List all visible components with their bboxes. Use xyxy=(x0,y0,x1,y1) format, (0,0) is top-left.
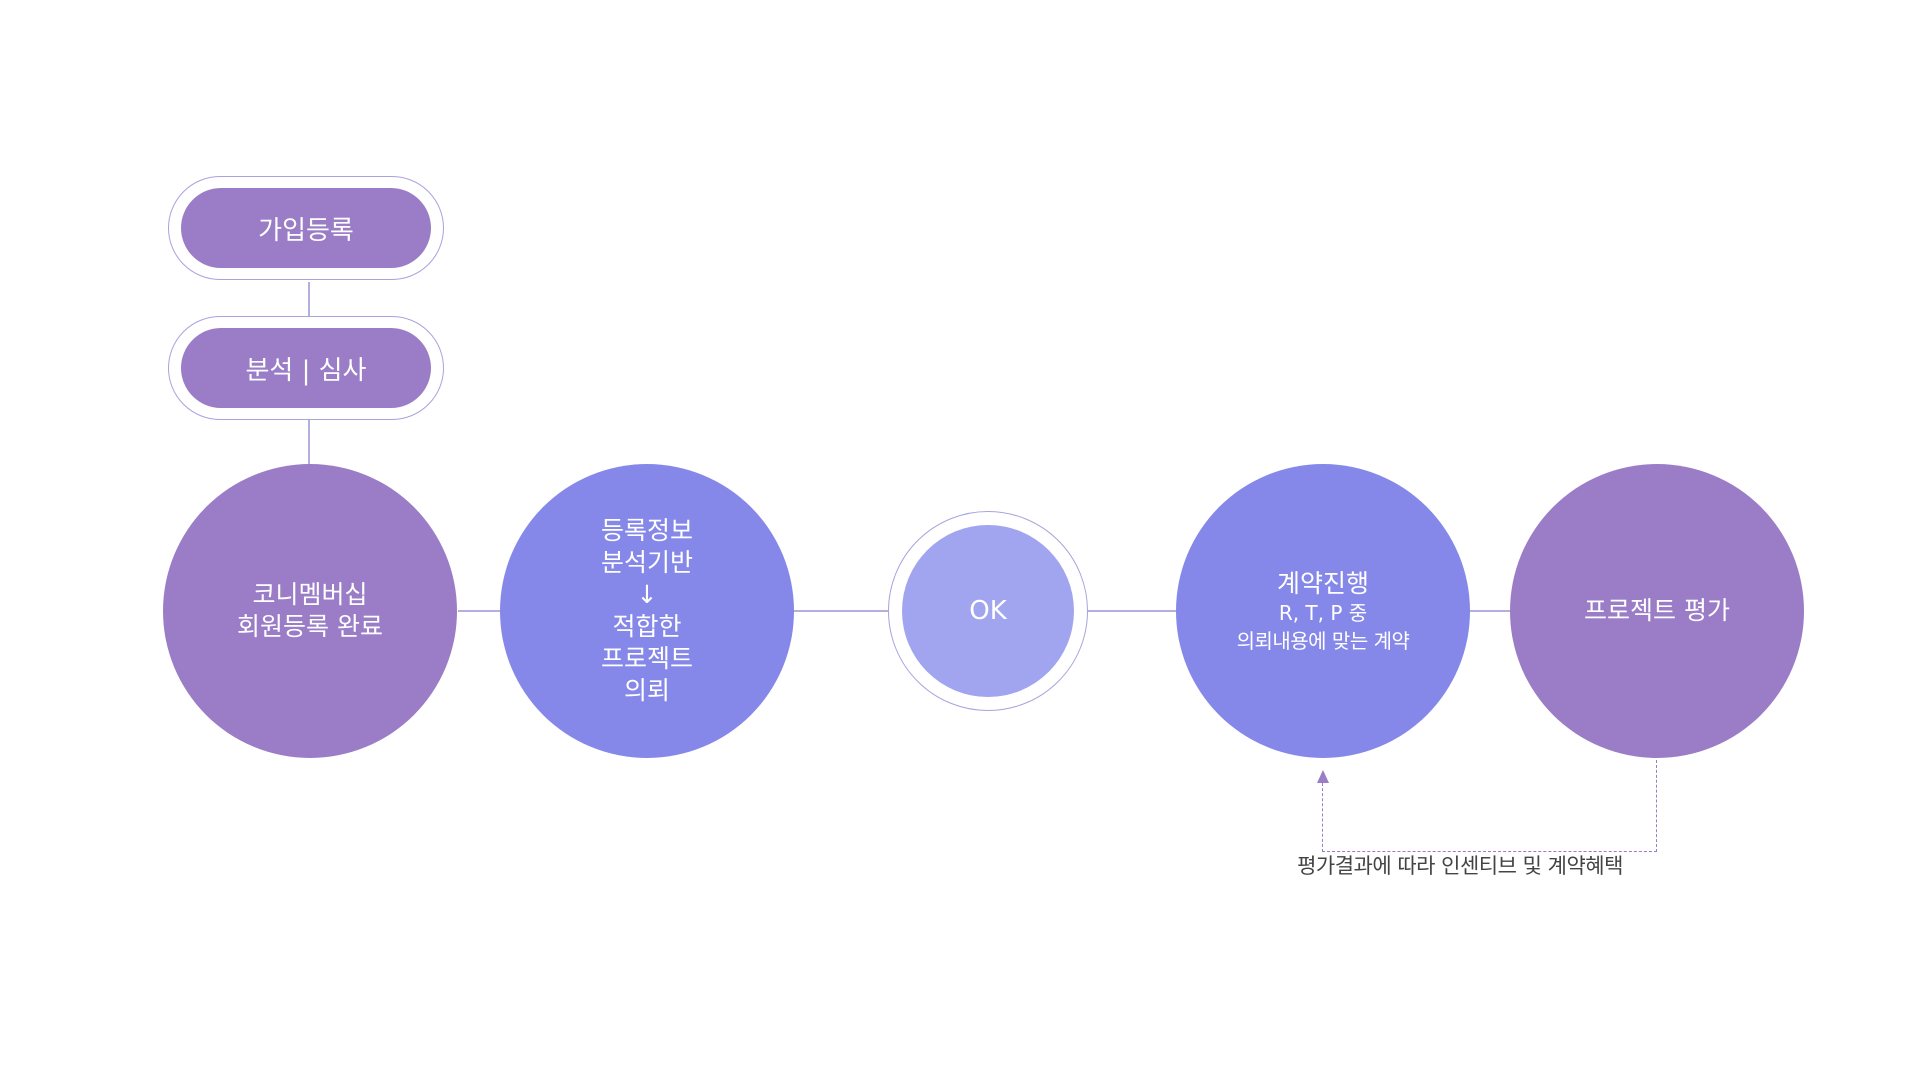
connector-contract-evaluation xyxy=(1470,610,1510,612)
contract-step: 계약진행 R, T, P 중 의뢰내용에 맞는 계약 xyxy=(1176,464,1470,758)
signup-step-label: 가입등록 xyxy=(258,215,354,246)
connector-ok-contract xyxy=(1088,610,1176,612)
membership-line-2: 회원등록 완료 xyxy=(237,612,383,641)
project-evaluation-step: 프로젝트 평가 xyxy=(1510,464,1804,758)
feedback-label: 평가결과에 따라 인센티브 및 계약혜택 xyxy=(1297,854,1623,878)
connector-review-membership xyxy=(308,420,310,464)
contract-sub-1: R, T, P 중 xyxy=(1278,600,1368,625)
ok-label: OK xyxy=(969,596,1007,626)
project-request-step: 등록정보 분석기반 ↓ 적합한 프로젝트 의뢰 xyxy=(500,464,794,758)
analysis-line-1: 등록정보 xyxy=(600,516,693,545)
analysis-line-3: 적합한 xyxy=(612,612,682,641)
membership-line-1: 코니멤버십 xyxy=(252,580,368,609)
contract-sub-2: 의뢰내용에 맞는 계약 xyxy=(1236,628,1410,653)
membership-complete-step: 코니멤버십 회원등록 완료 xyxy=(163,464,457,758)
review-step: 분석 | 심사 xyxy=(181,328,431,408)
connector-analysis-ok xyxy=(794,610,888,612)
analysis-line-2: 분석기반 xyxy=(600,548,693,577)
analysis-line-4: 프로젝트 xyxy=(600,644,693,673)
review-step-label: 분석 | 심사 xyxy=(245,355,367,386)
connector-membership-analysis xyxy=(458,610,500,612)
ok-step: OK xyxy=(902,525,1074,697)
feedback-line-horizontal xyxy=(1322,851,1657,852)
connector-signup-review xyxy=(308,282,310,316)
contract-title: 계약진행 xyxy=(1276,568,1369,598)
down-arrow-icon: ↓ xyxy=(636,580,658,609)
analysis-line-5: 의뢰 xyxy=(623,676,670,705)
signup-step: 가입등록 xyxy=(181,188,431,268)
feedback-line-down xyxy=(1656,760,1657,852)
feedback-line-up xyxy=(1322,783,1323,852)
evaluation-label: 프로젝트 평가 xyxy=(1584,596,1730,625)
feedback-arrowhead-icon xyxy=(1317,770,1329,783)
